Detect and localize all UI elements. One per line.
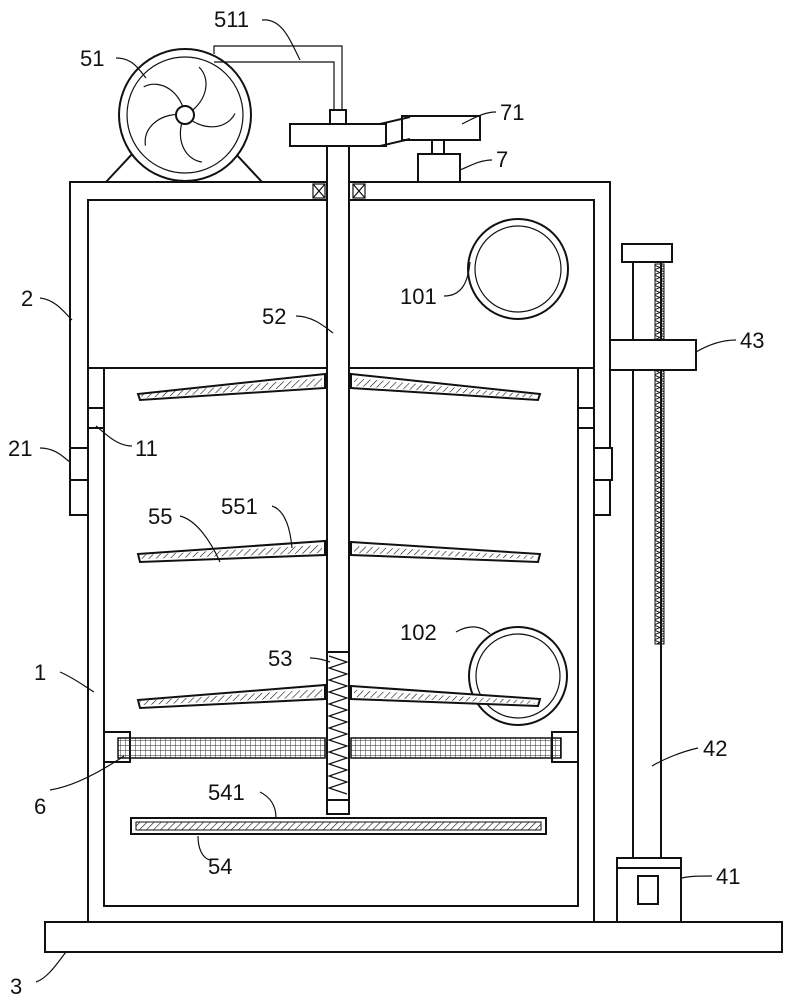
- label-54: 54: [208, 854, 232, 879]
- shaft-pulley: [289, 123, 387, 147]
- label-3: 3: [10, 974, 22, 999]
- tray-row-2: [136, 539, 542, 564]
- motor: [417, 153, 461, 183]
- shaft-bearings: [312, 183, 366, 199]
- label-51: 51: [80, 46, 104, 71]
- drive-belt-bottom: [379, 138, 411, 147]
- tray-row-3: [136, 683, 542, 710]
- label-52: 52: [262, 304, 286, 329]
- label-1: 1: [34, 660, 46, 685]
- scraper-brush-strip: [135, 821, 542, 831]
- lift-arm: [609, 339, 697, 371]
- label-2: 2: [21, 286, 33, 311]
- leader-lines: [35, 19, 737, 983]
- label-53: 53: [268, 646, 292, 671]
- label-7: 7: [496, 147, 508, 172]
- label-511: 511: [214, 7, 249, 32]
- upper-window: [467, 218, 569, 320]
- left-guide-rail: [87, 407, 105, 429]
- left-slider-block: [69, 447, 89, 481]
- tray-row-1: [136, 372, 542, 402]
- fan-hub: [175, 105, 195, 125]
- right-guide-rail: [577, 407, 595, 429]
- label-42: 42: [703, 736, 727, 761]
- spring-coil: [327, 655, 349, 795]
- label-101: 101: [400, 284, 437, 309]
- air-pipe: [213, 45, 343, 112]
- label-43: 43: [740, 328, 764, 353]
- filter-screen-left: [117, 737, 326, 759]
- drive-belt-top: [379, 116, 411, 125]
- cover-frame: [69, 181, 611, 516]
- base-plate: [44, 921, 783, 953]
- label-71: 71: [500, 100, 524, 125]
- label-21: 21: [8, 436, 32, 461]
- lift-motor-window: [637, 875, 659, 905]
- motor-pulley: [401, 115, 481, 141]
- lower-window: [468, 626, 568, 726]
- label-102: 102: [400, 620, 437, 645]
- lift-column-cap: [621, 243, 673, 263]
- label-11: 11: [135, 436, 158, 461]
- label-55: 55: [148, 504, 172, 529]
- lift-rack: [654, 263, 665, 645]
- right-slider-block: [593, 447, 613, 481]
- fan-inner-ring: [126, 56, 244, 174]
- upper-window-inner: [474, 225, 562, 313]
- filter-screen-right: [350, 737, 562, 759]
- label-6: 6: [34, 794, 46, 819]
- motor-shaft: [431, 139, 445, 155]
- lower-window-inner: [475, 633, 561, 719]
- label-41: 41: [716, 864, 740, 889]
- label-541: 541: [208, 780, 245, 805]
- label-551: 551: [221, 494, 258, 519]
